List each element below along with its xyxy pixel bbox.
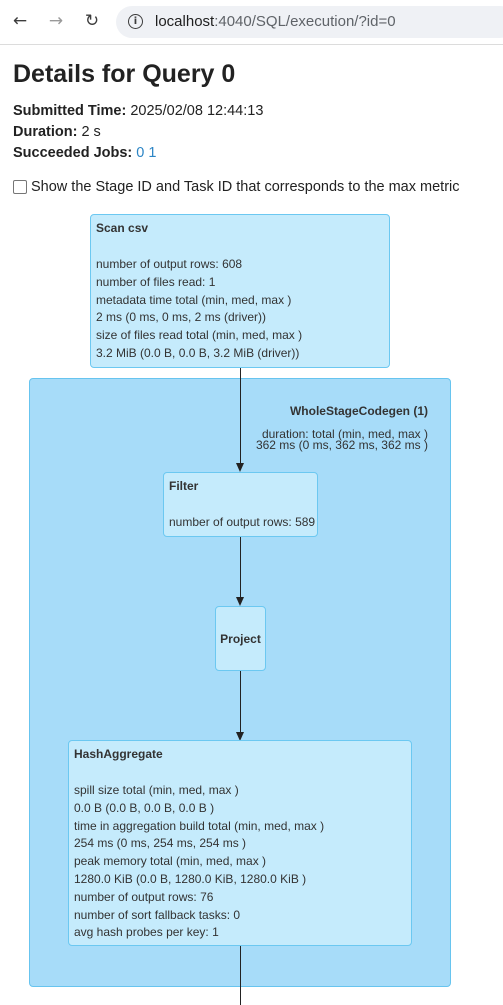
duration-value: 2 s bbox=[81, 124, 101, 140]
edge-project-hashaggregate bbox=[239, 671, 241, 733]
node-metric: spill size total (min, med, max ) bbox=[74, 783, 239, 797]
node-metric: number of output rows: 76 bbox=[74, 889, 214, 904]
submitted-time-value: 2025/02/08 12:44:13 bbox=[130, 103, 264, 119]
page-title: Details for Query 0 bbox=[13, 60, 236, 88]
edge-hashaggregate-out bbox=[239, 946, 241, 1005]
address-bar[interactable]: i localhost:4040/SQL/execution/?id=0 bbox=[116, 6, 503, 38]
hash-aggregate-node[interactable]: HashAggregate spill size total (min, med… bbox=[68, 740, 412, 946]
max-metric-checkbox-label: Show the Stage ID and Task ID that corre… bbox=[31, 179, 460, 195]
node-metric: 3.2 MiB (0.0 B, 0.0 B, 3.2 MiB (driver)) bbox=[96, 345, 300, 360]
cluster-duration: duration: total (min, med, max ) 362 ms … bbox=[255, 427, 428, 452]
max-metric-option[interactable]: Show the Stage ID and Task ID that corre… bbox=[13, 179, 460, 195]
node-title: Project bbox=[220, 631, 261, 646]
edge-scan-filter bbox=[239, 368, 241, 464]
node-metric: peak memory total (min, med, max ) bbox=[74, 854, 267, 869]
project-node[interactable]: Project bbox=[215, 606, 266, 671]
scan-csv-node[interactable]: Scan csv number of output rows: 608 numb… bbox=[90, 214, 390, 368]
filter-node[interactable]: Filter number of output rows: 589 bbox=[163, 472, 318, 537]
job-link-1[interactable]: 1 bbox=[148, 145, 157, 161]
arrowhead-icon bbox=[236, 463, 244, 472]
max-metric-checkbox[interactable] bbox=[13, 180, 27, 194]
duration-label: Duration: bbox=[13, 124, 78, 140]
succeeded-jobs-label: Succeeded Jobs: bbox=[13, 145, 133, 161]
forward-arrow-icon[interactable]: → bbox=[48, 11, 64, 31]
cluster-duration-value: 362 ms (0 ms, 362 ms, 362 ms ) bbox=[255, 438, 428, 452]
url-path: :4040/SQL/execution/?id=0 bbox=[214, 13, 396, 30]
node-metric: number of sort fallback tasks: 0 bbox=[74, 907, 241, 922]
node-metric: 0.0 B (0.0 B, 0.0 B, 0.0 B ) bbox=[74, 800, 215, 815]
submitted-time-label: Submitted Time: bbox=[13, 103, 127, 119]
node-metric: time in aggregation build total (min, me… bbox=[74, 818, 325, 833]
back-arrow-icon[interactable]: ← bbox=[12, 11, 28, 31]
arrowhead-icon bbox=[236, 597, 244, 606]
node-title: Filter bbox=[169, 479, 199, 493]
node-metric: metadata time total (min, med, max ) bbox=[96, 292, 292, 307]
arrowhead-icon bbox=[236, 732, 244, 741]
submitted-time: Submitted Time: 2025/02/08 12:44:13 bbox=[13, 103, 263, 119]
node-metric: 254 ms (0 ms, 254 ms, 254 ms ) bbox=[74, 836, 247, 851]
info-icon[interactable]: i bbox=[128, 14, 143, 29]
succeeded-jobs: Succeeded Jobs: 0 1 bbox=[13, 145, 156, 161]
edge-filter-project bbox=[239, 537, 241, 598]
browser-toolbar: ← → ↻ i localhost:4040/SQL/execution/?id… bbox=[0, 0, 503, 45]
node-metric: number of output rows: 589 bbox=[169, 515, 316, 529]
node-metric: avg hash probes per key: 1 bbox=[74, 925, 219, 940]
node-metric: number of output rows: 608 bbox=[96, 257, 243, 271]
duration: Duration: 2 s bbox=[13, 124, 101, 140]
node-title: HashAggregate bbox=[74, 747, 163, 761]
cluster-duration-label: duration: total (min, med, max ) bbox=[261, 427, 428, 441]
reload-icon[interactable]: ↻ bbox=[84, 11, 100, 31]
cluster-title: WholeStageCodegen (1) bbox=[289, 404, 428, 418]
url-host: localhost bbox=[155, 13, 215, 30]
url-text[interactable]: localhost:4040/SQL/execution/?id=0 bbox=[155, 13, 396, 30]
node-metric: 1280.0 KiB (0.0 B, 1280.0 KiB, 1280.0 Ki… bbox=[74, 871, 307, 886]
job-link-0[interactable]: 0 bbox=[136, 145, 145, 161]
node-metric: 2 ms (0 ms, 0 ms, 2 ms (driver)) bbox=[96, 310, 267, 325]
node-metric: number of files read: 1 bbox=[96, 274, 216, 289]
node-title: Scan csv bbox=[96, 221, 149, 235]
node-metric: size of files read total (min, med, max … bbox=[96, 328, 303, 343]
